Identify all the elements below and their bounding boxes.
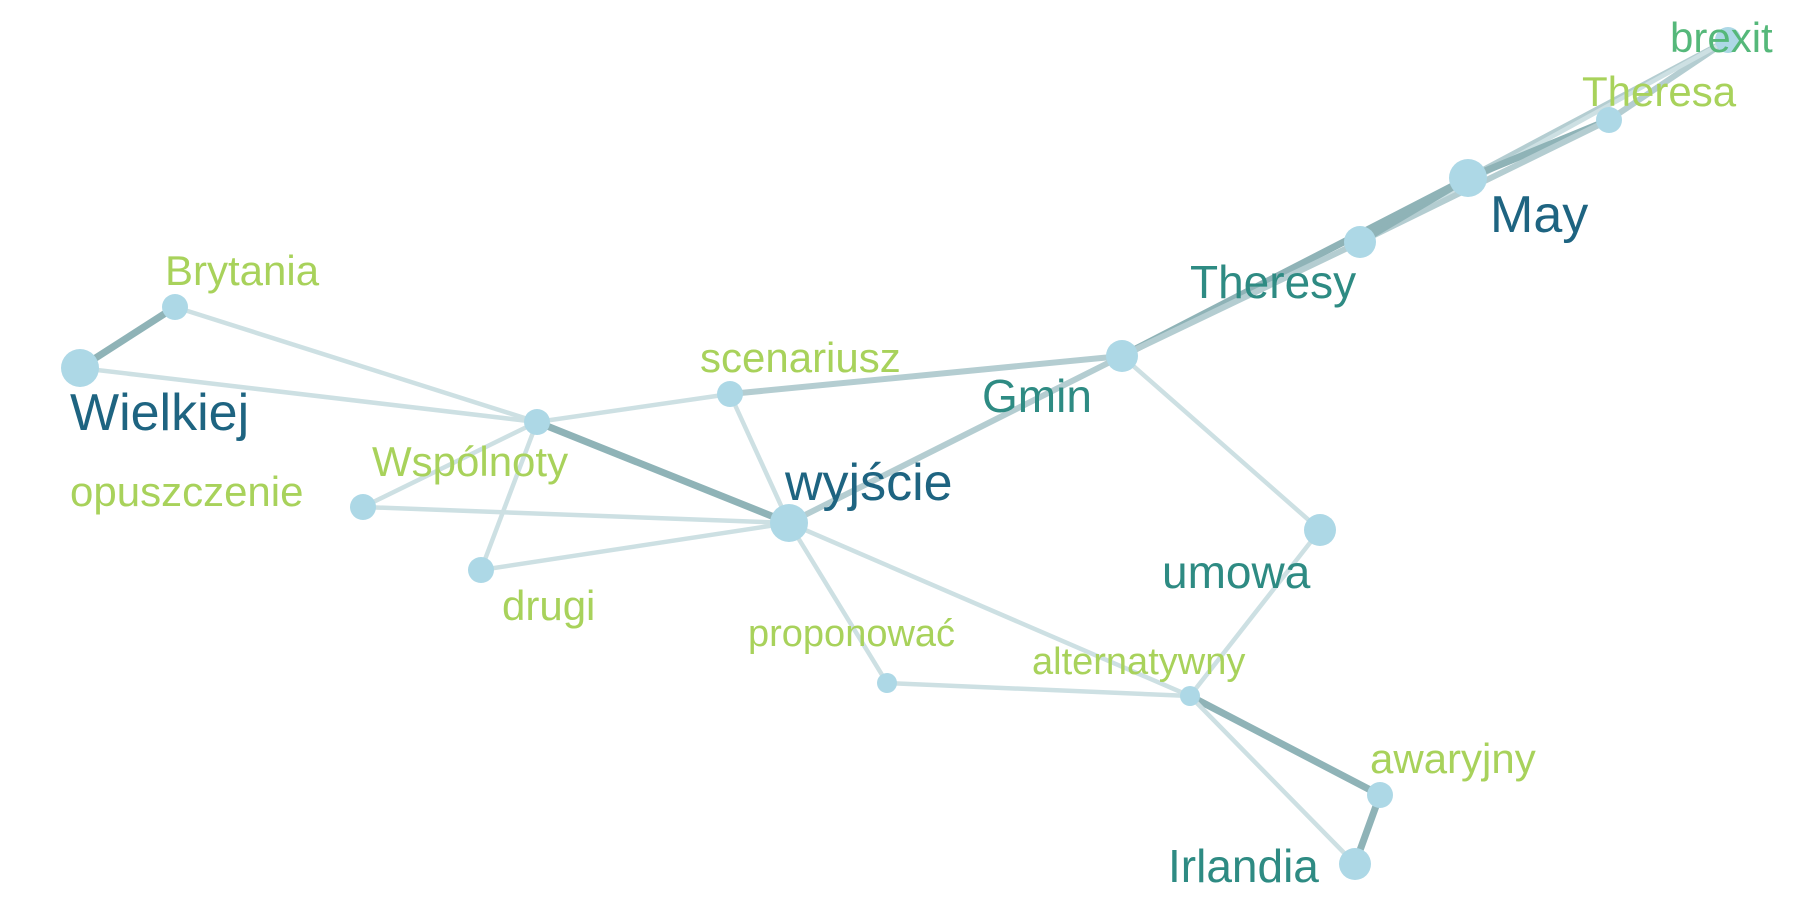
node-umowa xyxy=(1304,514,1336,546)
node-opuszczenie xyxy=(350,494,376,520)
node-label-theresy: Theresy xyxy=(1190,256,1356,308)
node-proponowac xyxy=(877,673,897,693)
edge-wspolnoty-opuszczenie xyxy=(360,419,540,510)
node-label-scenariusz: scenariusz xyxy=(700,334,901,381)
edge-scenariusz-wyjscie xyxy=(727,391,792,526)
node-label-wspolnoty: Wspólnoty xyxy=(372,438,568,485)
edge-alternatywny-awaryjny xyxy=(1186,692,1384,799)
node-drugi xyxy=(468,557,494,583)
node-label-drugi: drugi xyxy=(502,582,595,629)
edge-gmin-umowa xyxy=(1119,353,1323,533)
nodes-layer xyxy=(61,27,1741,880)
node-label-opuszczenie: opuszczenie xyxy=(70,468,303,515)
node-irlandia xyxy=(1339,848,1371,880)
node-label-may: May xyxy=(1490,186,1588,244)
node-theresy xyxy=(1344,226,1376,258)
node-label-gmin: Gmin xyxy=(982,370,1092,422)
node-label-umowa: umowa xyxy=(1162,546,1311,598)
edge-wyjscie-alternatywny xyxy=(786,520,1193,699)
node-scenariusz xyxy=(717,381,743,407)
node-label-proponowac: proponować xyxy=(748,613,955,655)
edge-wspolnoty-scenariusz xyxy=(534,391,733,425)
edge-alternatywny-irlandia xyxy=(1187,693,1358,867)
edge-wielkiej-wspolnoty xyxy=(77,365,540,425)
node-label-wyjscie: wyjście xyxy=(784,454,953,512)
node-brexit xyxy=(1715,27,1741,53)
node-label-brexit: brexit xyxy=(1670,14,1773,61)
node-label-wielkiej: Wielkiej xyxy=(70,384,249,442)
node-may xyxy=(1449,159,1487,197)
edge-alternatywny-umowa xyxy=(1187,527,1323,699)
node-theresa xyxy=(1596,107,1622,133)
edge-theresy-gmin xyxy=(1119,239,1363,359)
node-label-theresa: Theresa xyxy=(1582,68,1737,115)
node-wyjscie xyxy=(770,504,808,542)
edge-opuszczenie-wyjscie xyxy=(360,504,792,526)
edge-proponowac-alternatywny xyxy=(884,680,1193,699)
node-alternatywny xyxy=(1180,686,1200,706)
node-wspolnoty xyxy=(524,409,550,435)
edge-wyjscie-proponowac xyxy=(786,520,890,686)
node-label-awaryjny: awaryjny xyxy=(1370,735,1536,782)
edge-drugi-wyjscie xyxy=(478,520,792,573)
node-brytania xyxy=(162,294,188,320)
edge-gmin-scenariusz xyxy=(727,353,1125,397)
node-gmin xyxy=(1106,340,1138,372)
edge-wspolnoty-drugi xyxy=(478,419,540,573)
node-wielkiej xyxy=(61,349,99,387)
edge-wspolnoty-wyjscie xyxy=(533,418,793,527)
node-label-brytania: Brytania xyxy=(165,247,320,294)
edges-layer xyxy=(76,37,1731,868)
edge-gmin-wyjscie xyxy=(786,353,1125,526)
node-label-alternatywny: alternatywny xyxy=(1032,641,1245,683)
node-label-irlandia: Irlandia xyxy=(1168,840,1319,892)
edge-brytania-wspolnoty xyxy=(172,304,540,425)
node-awaryjny xyxy=(1367,782,1393,808)
